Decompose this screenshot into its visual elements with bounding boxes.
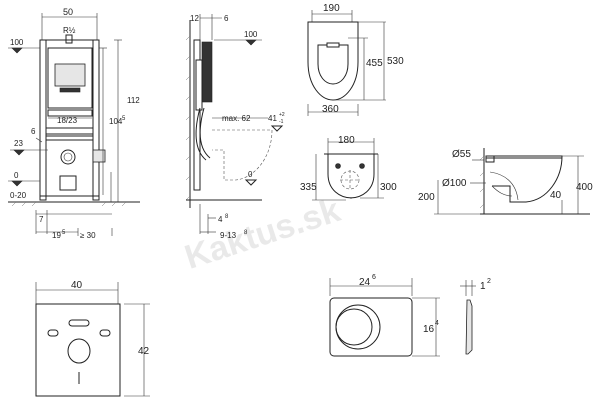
electric-socket [92,149,106,163]
wc-bowl-top-view: 190 455 530 360 [307,3,404,116]
plate-outline [35,303,121,397]
bottom-offset-b-label: 19 [52,231,61,240]
total-height-label: 112 [127,96,140,105]
axis-23-label: 23 [14,139,23,148]
side-bottom-offset-label: 40 [550,190,562,201]
sound-insulation-plate: 40 42 [35,280,150,397]
side-floor-zero-label: 0 [248,170,253,179]
side-bowl-outline [486,155,563,203]
plate-width-label: 40 [71,280,83,291]
inner-height-sup: 5 [122,116,126,122]
side-bottom-a-sup: 8 [225,214,229,220]
bottom-offset-b-sup: 5 [62,230,66,236]
side-bottom-b-sup: 8 [244,230,248,236]
flush-plate: 24 6 16 4 1 2 [329,274,491,357]
flush-thickness-sup: 2 [487,278,491,285]
wc-bowl-outline [212,129,273,181]
small-flush-button [335,308,373,346]
floor-zero-label: 0 [14,171,19,180]
brand-label-plate [59,87,81,93]
wc-bowl-front-view: 180 335 300 [300,135,397,201]
bowl-outer-outline [307,21,359,101]
side-level-100-label: 100 [244,30,258,39]
flush-height-label: 16 [423,324,435,335]
bottom-offset-a-label: 7 [39,215,44,224]
pan-tol-minus: -1 [279,119,284,125]
level-marker-icon [245,39,257,46]
level-marker-icon [270,125,284,132]
front-bowl-outline [327,153,375,199]
side-bottom-b-label: 9-13 [220,231,237,240]
side-right-height-label: 400 [576,182,593,193]
front-right-height-label: 300 [380,182,397,193]
side-cistern [201,41,213,103]
base-width-label: 360 [322,104,339,115]
button-offset-label: 18/23 [57,116,78,125]
flush-width-label: 24 [359,277,371,288]
level-marker-icon [13,149,25,156]
front-left-height-label: 335 [300,182,317,193]
level-marker-icon [11,47,23,54]
level-marker-icon [11,180,23,187]
watermark-text: Kaktus.sk [180,191,345,277]
pan-tol-plus: +2 [279,112,285,118]
water-inlet-fitting [65,34,73,44]
side-top-b-label: 6 [224,14,229,23]
big-diameter-label: Ø100 [442,178,467,189]
thread-size-label: R½ [63,26,76,35]
wc-bowl-side-view: Ø55 Ø100 200 400 40 [418,148,593,215]
bottom-clearance-label: ≥ 30 [80,231,96,240]
installation-frame-side-view: 12 6 100 max. 62 41 +2 -1 0 [185,14,285,240]
plate-outlet-hole [67,338,91,364]
outlet-pipe [60,149,76,165]
front-width-label: 180 [338,135,355,146]
pan-height-label: 41 [268,114,277,123]
side-top-a-label: 12 [190,14,199,23]
top-width-label: 190 [323,3,340,14]
inner-height-label: 104 [109,117,123,126]
side-bottom-a-label: 4 [218,215,223,224]
small-diameter-label: Ø55 [452,149,471,160]
flush-actuator [54,63,86,87]
floor-range-label: 0-20 [10,191,27,200]
flush-plate-profile [465,299,473,355]
large-flush-button [335,304,381,350]
left-offset-label: 6 [31,127,36,136]
installation-frame-front-view: 50 R½ 100 18/23 6 23 [8,7,140,240]
bowl-inner-outline [317,44,349,85]
flush-width-sup: 6 [372,274,376,281]
seat-depth-label: 455 [366,58,383,69]
flush-height-sup: 4 [435,320,439,327]
level-100-label: 100 [10,38,24,47]
frame-width-label: 50 [63,7,73,17]
flush-plate-outline [329,297,413,357]
level-marker-icon [244,179,258,186]
max-depth-label: max. 62 [222,114,251,123]
flush-thickness-label: 1 [480,281,486,292]
side-left-height-label: 200 [418,192,435,203]
plate-height-label: 42 [138,346,150,357]
total-depth-label: 530 [387,56,404,67]
